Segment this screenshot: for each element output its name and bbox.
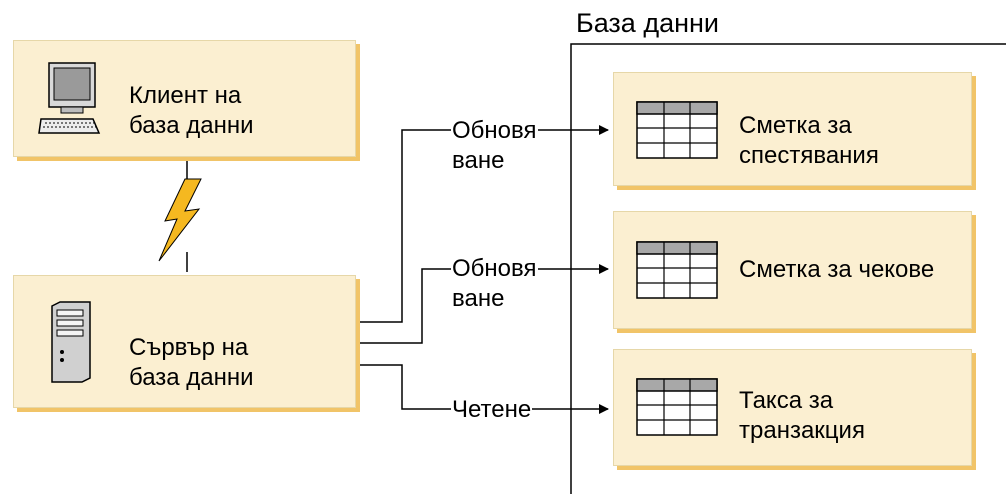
table-box-checking: Сметка за чекове	[613, 211, 972, 329]
computer-icon	[38, 62, 101, 134]
table-icon	[636, 241, 718, 299]
table-icon	[636, 378, 718, 436]
database-boundary	[570, 43, 1006, 494]
server-tower-icon	[51, 301, 91, 383]
connector-label-read: Четене	[451, 395, 533, 425]
table-icon	[636, 101, 718, 159]
lightning-bolt-icon	[158, 178, 202, 262]
database-title: База данни	[576, 8, 720, 38]
table-label-checking: Сметка за чекове	[739, 256, 935, 283]
